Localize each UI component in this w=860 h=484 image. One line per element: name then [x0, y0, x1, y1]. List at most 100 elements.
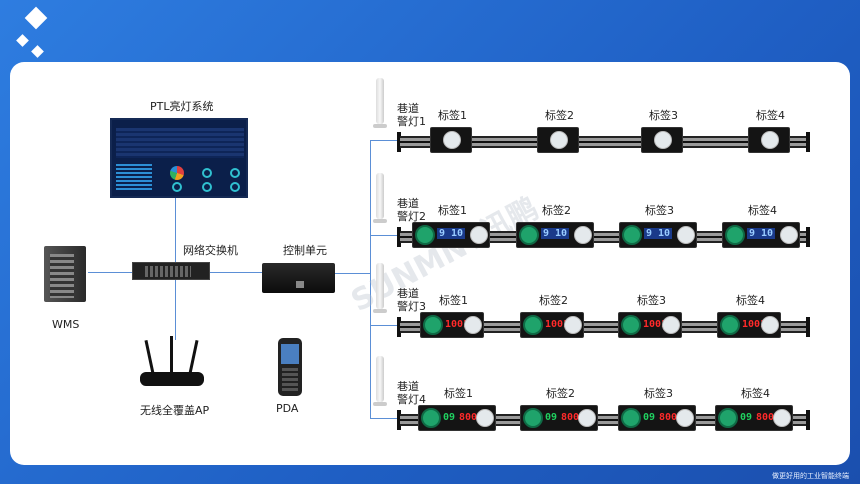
tag-display: 9 10 [644, 228, 673, 239]
direction-wheel-icon [423, 315, 443, 335]
confirm-button[interactable] [676, 409, 694, 427]
confirm-button[interactable] [761, 131, 779, 149]
rail-end [806, 317, 810, 337]
confirm-button[interactable] [780, 226, 798, 244]
tag-label: 标签2 [539, 294, 568, 307]
bus-line [370, 140, 371, 418]
confirm-button[interactable] [662, 316, 680, 334]
tag-label: 标签4 [748, 204, 777, 217]
branch-line [370, 325, 398, 326]
tag-label: 标签3 [649, 109, 678, 122]
shelf-rail [400, 321, 807, 333]
rail-end [806, 227, 810, 247]
rail-end [397, 227, 401, 247]
tag-display-left: 09 [443, 412, 456, 423]
ptl-tag-device[interactable]: 1001 [618, 312, 682, 338]
confirm-button[interactable] [476, 409, 494, 427]
direction-wheel-icon [523, 315, 543, 335]
ptl-tag-device[interactable]: 9 10 [722, 222, 800, 248]
shelf-rail [400, 136, 807, 148]
direction-wheel-icon [725, 225, 745, 245]
confirm-button[interactable] [464, 316, 482, 334]
tag-label: 标签2 [542, 204, 571, 217]
confirm-button[interactable] [550, 131, 568, 149]
tag-display: 9 10 [747, 228, 776, 239]
direction-wheel-icon [519, 225, 539, 245]
ptl-tag-device[interactable]: 1001 [717, 312, 781, 338]
tag-display: 9 10 [437, 228, 466, 239]
direction-wheel-icon [718, 408, 738, 428]
tag-display: 1001 [445, 319, 470, 330]
ptl-tag-device[interactable]: 9 10 [412, 222, 490, 248]
ptl-tag-device[interactable]: 1001 [520, 312, 584, 338]
rail-end [397, 317, 401, 337]
tag-display-left: 09 [545, 412, 558, 423]
tag-display-right: 800 [459, 412, 478, 423]
ptl-tag-device[interactable]: 9 10 [619, 222, 697, 248]
tag-display-right: 800 [561, 412, 580, 423]
ptl-dashboard-monitor [110, 118, 248, 198]
branch-line [370, 140, 398, 141]
warning-lamp-label: 巷道 警灯1 [397, 102, 426, 128]
control-unit-device [262, 263, 335, 293]
ptl-tag-device[interactable] [537, 127, 579, 153]
ptl-tag-device[interactable] [641, 127, 683, 153]
tag-label: 标签4 [736, 294, 765, 307]
direction-wheel-icon [621, 315, 641, 335]
wireless-ap [140, 336, 204, 390]
tag-label: 标签2 [546, 387, 575, 400]
tag-label: 标签3 [637, 294, 666, 307]
confirm-button[interactable] [761, 316, 779, 334]
direction-wheel-icon [621, 408, 641, 428]
switch-label: 网络交换机 [183, 244, 238, 257]
shelf-rail [400, 231, 807, 243]
direction-wheel-icon [622, 225, 642, 245]
logo [14, 4, 54, 58]
pda-label: PDA [276, 402, 299, 415]
wms-server [44, 246, 86, 302]
branch-line [370, 235, 398, 236]
tag-display: 1001 [643, 319, 668, 330]
confirm-button[interactable] [677, 226, 695, 244]
tag-label: 标签1 [438, 109, 467, 122]
warning-lamp-icon [376, 78, 384, 124]
tag-display: 9 10 [541, 228, 570, 239]
tag-label: 标签1 [444, 387, 473, 400]
tag-label: 标签4 [741, 387, 770, 400]
rail-end [806, 410, 810, 430]
control-unit-label: 控制单元 [283, 244, 327, 257]
ptl-tag-device[interactable]: 1001 [420, 312, 484, 338]
tag-display-left: 09 [643, 412, 656, 423]
warning-lamp-icon [376, 356, 384, 402]
confirm-button[interactable] [574, 226, 592, 244]
confirm-button[interactable] [773, 409, 791, 427]
connector-control-bus [335, 273, 370, 274]
warning-lamp-icon [376, 263, 384, 309]
warning-lamp-label: 巷道 警灯3 [397, 287, 426, 313]
footer-slogan: 做更好用的工业智能终端 [772, 472, 849, 480]
tag-display-left: 09 [740, 412, 753, 423]
confirm-button[interactable] [470, 226, 488, 244]
ptl-tag-device[interactable] [748, 127, 790, 153]
confirm-button[interactable] [443, 131, 461, 149]
confirm-button[interactable] [578, 409, 596, 427]
confirm-button[interactable] [654, 131, 672, 149]
direction-wheel-icon [523, 408, 543, 428]
direction-wheel-icon [415, 225, 435, 245]
tag-label: 标签1 [438, 204, 467, 217]
tag-label: 标签3 [644, 387, 673, 400]
ptl-tag-device[interactable] [430, 127, 472, 153]
ptl-tag-device[interactable]: 9 10 [516, 222, 594, 248]
tag-display-right: 800 [659, 412, 678, 423]
tag-display: 1001 [545, 319, 570, 330]
warning-lamp-label: 巷道 警灯2 [397, 197, 426, 223]
confirm-button[interactable] [564, 316, 582, 334]
network-switch [132, 262, 210, 280]
warning-lamp-label: 巷道 警灯4 [397, 380, 426, 406]
pda-device [278, 338, 302, 396]
tag-label: 标签4 [756, 109, 785, 122]
